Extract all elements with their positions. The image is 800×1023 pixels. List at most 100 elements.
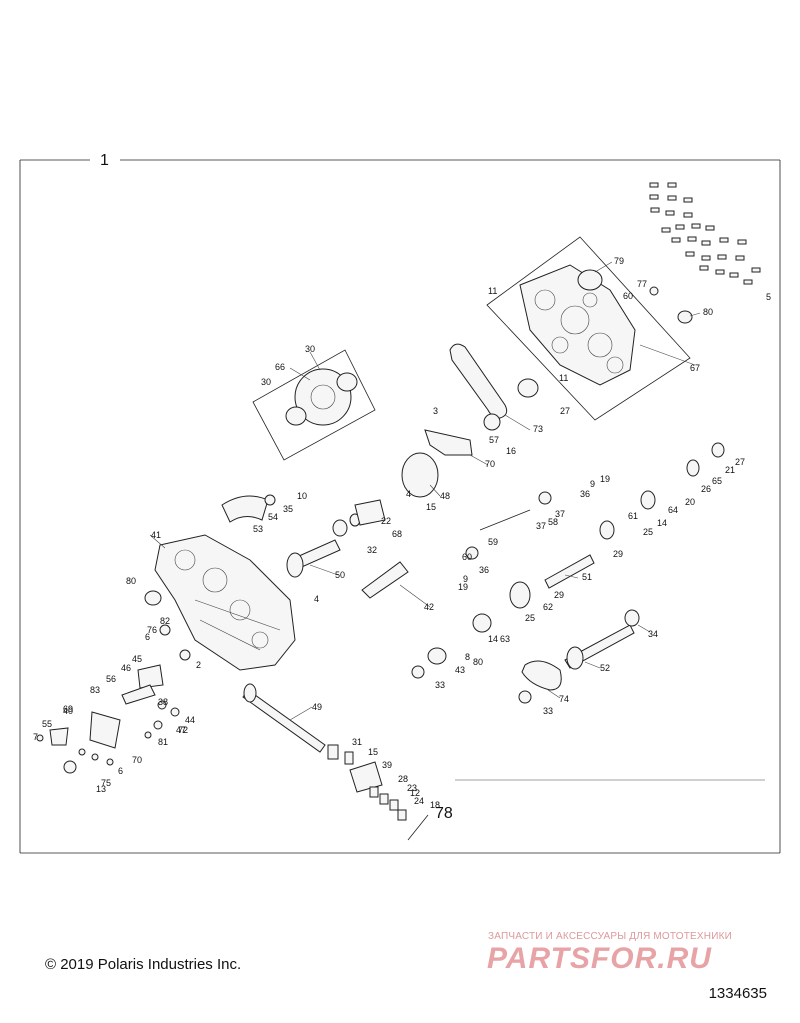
callout: 80	[126, 576, 136, 586]
copyright-text: © 2019 Polaris Industries Inc.	[45, 956, 242, 973]
callout: 54	[268, 512, 278, 522]
part-60b	[465, 546, 479, 560]
callout: 69	[63, 704, 73, 714]
cover-housing-group	[486, 236, 693, 421]
callout: 25	[643, 527, 653, 537]
callout: 74	[559, 694, 569, 704]
callout: 5	[766, 292, 771, 302]
callout: 70	[485, 459, 495, 469]
gear-48	[401, 452, 439, 498]
callout: 46	[121, 663, 131, 673]
callout: 2	[196, 660, 201, 670]
callout: 56	[106, 674, 116, 684]
gear-66	[686, 459, 700, 477]
shift-rod-59	[479, 509, 531, 531]
gear-57	[483, 413, 501, 431]
callout: 55	[42, 719, 52, 729]
callout: 33	[543, 706, 553, 716]
cover-64	[472, 613, 492, 633]
callout: 9	[463, 574, 468, 584]
callout: 39	[382, 760, 392, 770]
callout: 6	[145, 632, 150, 642]
callout: 25	[525, 613, 535, 623]
callout: 33	[435, 680, 445, 690]
callout: 78	[435, 805, 453, 822]
callout: 3	[433, 406, 438, 416]
callout: 48	[440, 491, 450, 501]
callout: 15	[368, 747, 378, 757]
callout: 37	[536, 521, 546, 531]
callout: 49	[312, 702, 322, 712]
assembly-frame	[19, 159, 781, 854]
seal-33-lower	[518, 690, 532, 704]
leader-lines	[149, 261, 701, 721]
seal-33-upper	[411, 665, 425, 679]
callout: 73	[533, 424, 543, 434]
callout: 59	[488, 537, 498, 547]
callout: 52	[600, 663, 610, 673]
callout: 57	[489, 435, 499, 445]
callout: 81	[158, 737, 168, 747]
cover-43	[427, 647, 447, 665]
shift-fork-72	[424, 429, 473, 456]
watermark-tagline: ЗАПЧАСТИ И АКСЕССУАРЫ ДЛЯ МОТОТЕХНИКИ	[488, 931, 733, 942]
callout: 35	[283, 504, 293, 514]
watermark-logo: PARTSFOR.RU	[487, 942, 712, 975]
callout: 80	[703, 307, 713, 317]
callout: 58	[548, 517, 558, 527]
callout: 12	[410, 788, 420, 798]
callout: 47	[176, 725, 186, 735]
callout: 70	[132, 755, 142, 765]
callout: 80	[473, 657, 483, 667]
callout: 77	[637, 279, 647, 289]
main-housing-41	[154, 534, 296, 671]
callout: 64	[668, 505, 678, 515]
callout: 63	[500, 634, 510, 644]
callout: 60	[462, 552, 472, 562]
gear-62	[599, 520, 615, 540]
callout: 19	[458, 582, 468, 592]
gear-65	[640, 490, 656, 510]
drive-belt	[449, 343, 508, 419]
callout: 27	[735, 457, 745, 467]
callout: 16	[506, 446, 516, 456]
bearing-27-right	[711, 442, 725, 458]
callout: 76	[147, 625, 157, 635]
callout: 36	[479, 565, 489, 575]
seal-80-left	[144, 590, 162, 606]
callout: 45	[132, 654, 142, 664]
callout: 37	[555, 509, 565, 519]
callout: 50	[335, 570, 345, 580]
shaft-49	[242, 689, 326, 753]
callout: 27	[560, 406, 570, 416]
callout: 26	[701, 484, 711, 494]
callout-labels: 2 3 4 4 5 6 6 7 8 9 9 10 11 11 12 13 14 …	[33, 256, 771, 822]
washer-54	[264, 494, 276, 506]
bearing-cap-53	[221, 495, 269, 523]
shaft-42	[361, 561, 409, 599]
callout: 4	[406, 489, 411, 499]
callout: 82	[160, 616, 170, 626]
bracket-69	[354, 499, 386, 526]
part-60	[538, 491, 552, 505]
callout: 83	[90, 685, 100, 695]
left-small-parts	[36, 624, 191, 774]
callout: 40	[63, 706, 73, 716]
callout: 65	[712, 476, 722, 486]
callout: 44	[185, 715, 195, 725]
callout: 31	[352, 737, 362, 747]
callout: 32	[367, 545, 377, 555]
callout: 13	[96, 784, 106, 794]
callout: 14	[657, 518, 667, 528]
callout: 29	[613, 549, 623, 559]
callout: 19	[600, 474, 610, 484]
callout: 28	[398, 774, 408, 784]
lower-parts-stack	[327, 744, 429, 841]
callout: 38	[158, 697, 168, 707]
gear-assembly-67	[252, 349, 376, 461]
callout: 20	[685, 497, 695, 507]
callout: 14	[488, 634, 498, 644]
seal-32	[332, 519, 348, 537]
gear-63	[509, 581, 531, 609]
